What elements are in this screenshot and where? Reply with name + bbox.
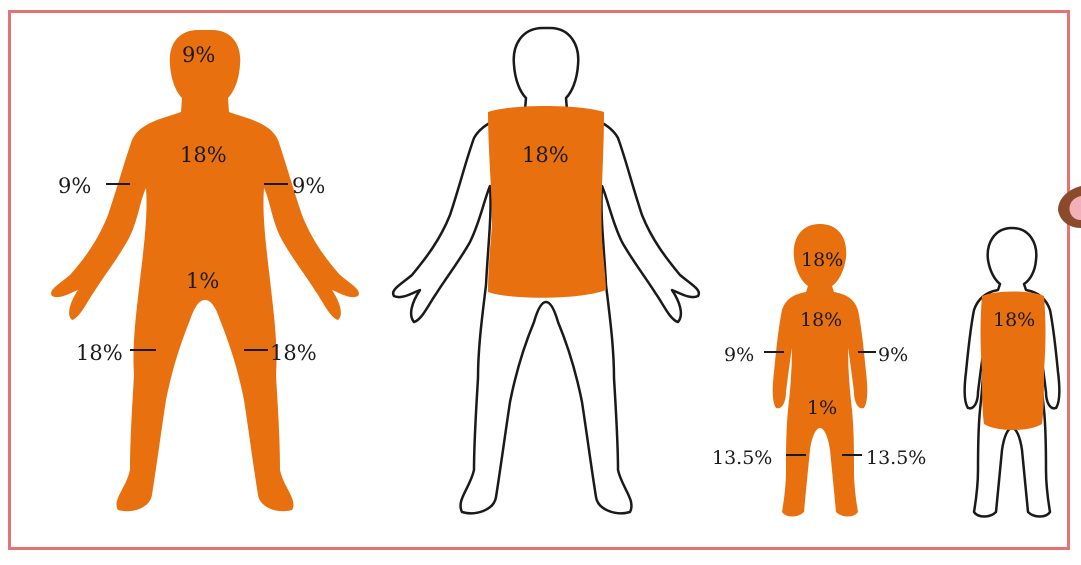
adult-perineum-label: 1% [186, 269, 219, 293]
child-front-figure: 18% 18% 9% 9% 1% 13.5% 13.5% [712, 224, 926, 517]
child-left-leg-label: 13.5% [712, 447, 772, 469]
adult-left-leg-label: 18% [76, 341, 123, 365]
child-left-arm-label: 9% [724, 344, 754, 366]
adult-head-label: 9% [182, 43, 215, 67]
edge-decoration [1058, 186, 1081, 228]
child-perineum-label: 1% [807, 397, 837, 419]
adult-right-leg-label: 18% [270, 341, 317, 365]
adult-torso-label: 18% [180, 143, 227, 167]
adult-left-arm-label: 9% [58, 174, 91, 198]
adult-back-trunk-region [488, 106, 606, 298]
child-right-leg-label: 13.5% [866, 447, 926, 469]
child-head-label: 18% [801, 249, 843, 271]
child-back-figure: 18% [965, 228, 1060, 517]
adult-back-label: 18% [522, 143, 569, 167]
child-torso-label: 18% [800, 309, 842, 331]
child-back-label: 18% [993, 309, 1035, 331]
adult-right-arm-label: 9% [292, 174, 325, 198]
adult-back-figure: 18% [393, 28, 699, 513]
adult-front-figure: 9% 18% 9% 9% 1% 18% 18% [51, 30, 359, 511]
child-right-arm-label: 9% [878, 344, 908, 366]
